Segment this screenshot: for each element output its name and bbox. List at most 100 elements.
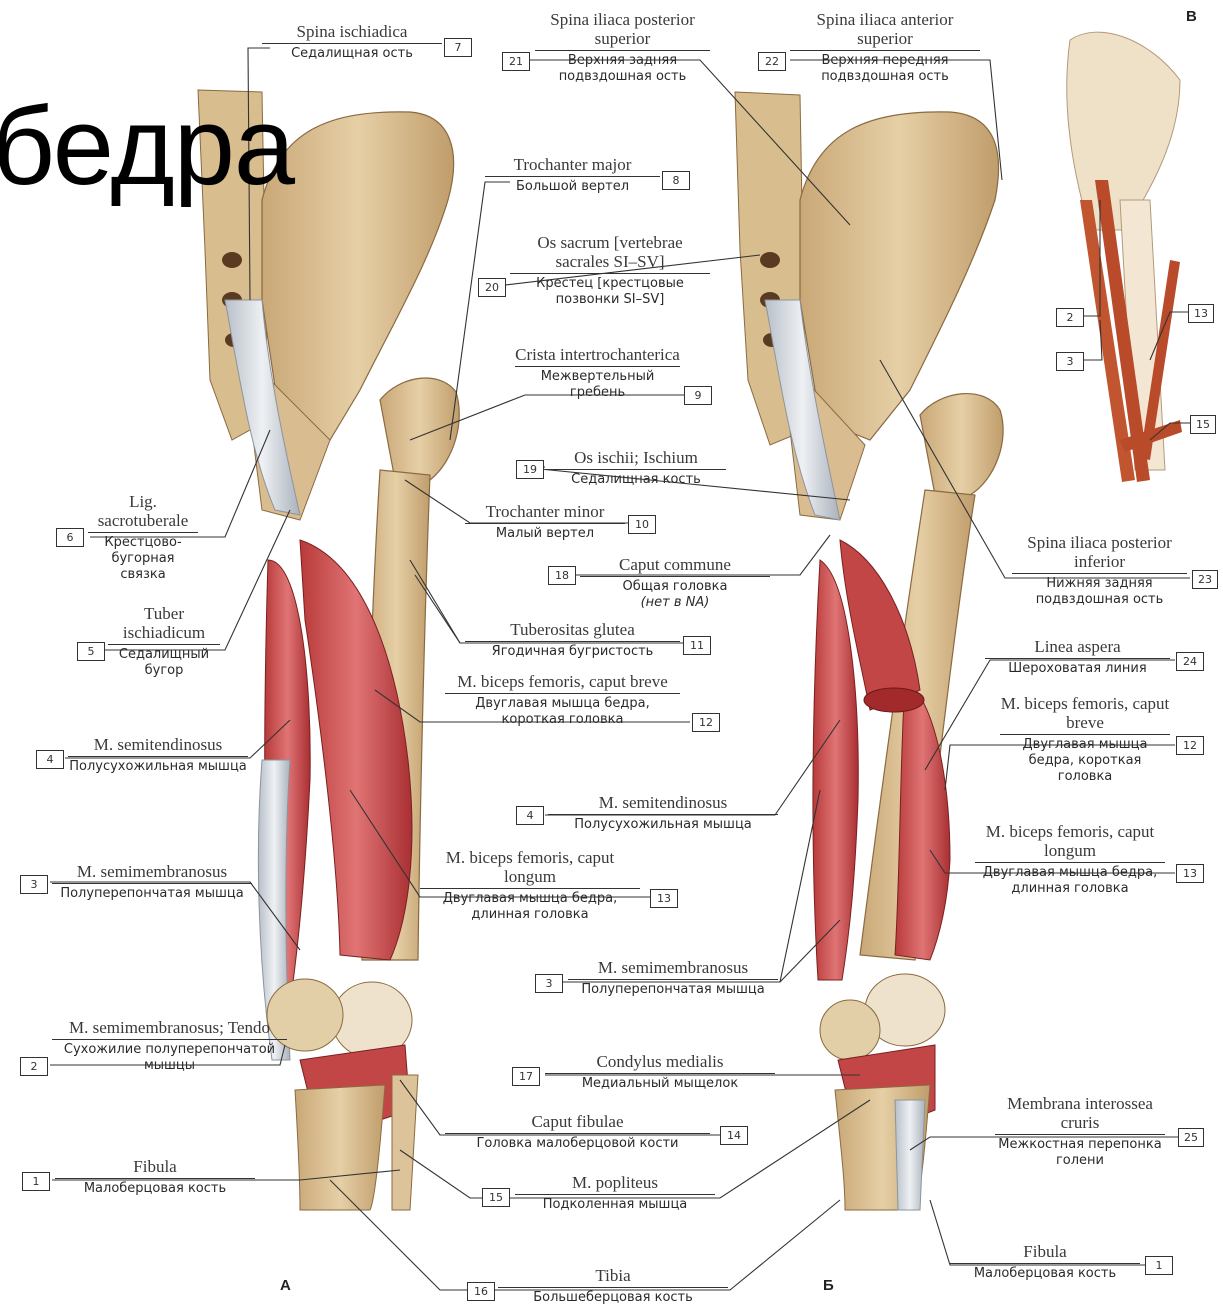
number-box: 22 (758, 52, 786, 71)
interosseous-membrane-b (895, 1100, 925, 1210)
number-box: 5 (77, 642, 105, 661)
sacral-foramen (760, 252, 780, 268)
latin-term: Spina iliaca posterior superior (535, 10, 710, 48)
russian-note: (нет в NA) (580, 595, 770, 611)
label-semitendinosus-a: M. semitendinosus Полусухожильная мышца (68, 735, 248, 775)
sacral-foramen (222, 252, 242, 268)
number-box: 7 (444, 38, 472, 57)
russian-term: Межвертельный гребень (515, 369, 680, 401)
russian-term: Сухожилие полуперепончатой мышцы (52, 1042, 287, 1074)
russian-term: Общая головка (580, 579, 770, 595)
russian-term: Головка малоберцовой кости (445, 1136, 710, 1152)
number-box: 10 (628, 515, 656, 534)
number-box: 3 (20, 875, 48, 894)
label-biceps-caput-longum-a: M. biceps femoris, caput longum Двуглава… (420, 848, 640, 923)
latin-term: Tuberositas glutea (465, 620, 680, 639)
russian-term: Межкостная перепонка голени (995, 1137, 1165, 1169)
russian-term: Седалищная кость (546, 472, 726, 488)
latin-term: Spina ischiadica (262, 22, 442, 41)
russian-term: Малоберцовая кость (950, 1266, 1140, 1282)
russian-term: Полусухожильная мышца (68, 759, 248, 775)
russian-term: Двуглавая мышца бедра, длинная головка (420, 891, 640, 923)
russian-term: Крестец [крестцовые позвонки SI–SV] (510, 276, 710, 308)
label-crista-intertrochanterica: Crista intertrochanterica Межвертельный … (515, 345, 680, 401)
inset-number-box: 3 (1056, 352, 1084, 371)
russian-term: Седалищная ость (262, 46, 442, 62)
latin-term: M. biceps femoris, caput longum (420, 848, 640, 886)
number-box: 17 (512, 1067, 540, 1086)
label-biceps-caput-breve-b: M. biceps femoris, caput breve Двуглавая… (1000, 694, 1170, 785)
russian-term: Подколенная мышца (515, 1197, 715, 1213)
latin-term: Linea aspera (985, 637, 1170, 656)
russian-term: Малоберцовая кость (55, 1181, 255, 1197)
latin-term: Os sacrum [vertebrae sacrales SI–SV] (510, 233, 710, 271)
latin-term: Condylus medialis (545, 1052, 775, 1071)
latin-term: M. semimembranosus (52, 862, 252, 881)
label-condylus-medialis: Condylus medialis Медиальный мыщелок (545, 1052, 775, 1092)
russian-term: Седалищный бугор (108, 647, 220, 679)
latin-term: Tuber ischiadicum (108, 604, 220, 642)
number-box: 19 (516, 460, 544, 479)
greater-trochanter-b (920, 394, 1003, 495)
latin-term: Tibia (498, 1266, 728, 1285)
russian-term: Шероховатая линия (985, 661, 1170, 677)
latin-term: Fibula (950, 1242, 1140, 1261)
greater-trochanter-a (380, 378, 459, 480)
russian-term: Полусухожильная мышца (548, 817, 778, 833)
label-trochanter-major: Trochanter major Большой вертел (485, 155, 660, 195)
number-box: 3 (535, 974, 563, 993)
label-membrana-interossea-cruris: Membrana interossea cruris Межкостная пе… (995, 1094, 1165, 1169)
cut-muscle-end-b (864, 688, 924, 712)
russian-term: Верхняя задняя подвздошная ость (535, 53, 710, 85)
number-box: 6 (56, 528, 84, 547)
label-fibula-a: Fibula Малоберцовая кость (55, 1157, 255, 1197)
slide-title: бедра (0, 92, 294, 202)
latin-term: Fibula (55, 1157, 255, 1176)
ilium-b (800, 112, 999, 440)
panel-letter-b: Б (823, 1277, 834, 1294)
inset-number-box: 2 (1056, 308, 1084, 327)
latin-term: Caput commune (580, 555, 770, 574)
russian-term: Большой вертел (485, 179, 660, 195)
latin-term: Os ischii; Ischium (546, 448, 726, 467)
latin-term: M. semimembranosus (568, 958, 778, 977)
inset-number-box: 13 (1188, 304, 1214, 323)
label-linea-aspera: Linea aspera Шероховатая линия (985, 637, 1170, 677)
number-box: 1 (22, 1172, 50, 1191)
number-box: 16 (467, 1282, 495, 1301)
number-box: 18 (548, 566, 576, 585)
latin-term: M. biceps femoris, caput longum (975, 822, 1165, 860)
panel-letter-c: В (1186, 8, 1197, 25)
inset-number-box: 15 (1190, 415, 1216, 434)
number-box: 12 (692, 713, 720, 732)
number-box: 8 (662, 171, 690, 190)
number-box: 4 (36, 750, 64, 769)
label-fibula-b: Fibula Малоберцовая кость (950, 1242, 1140, 1282)
label-spina-iliaca-anterior-superior: Spina iliaca anterior superior Верхняя п… (790, 10, 980, 85)
number-box: 11 (683, 636, 711, 655)
russian-term: Медиальный мыщелок (545, 1076, 775, 1092)
label-biceps-caput-longum-b: M. biceps femoris, caput longum Двуглава… (975, 822, 1165, 897)
tibia-a (295, 1085, 385, 1210)
number-box: 25 (1178, 1128, 1204, 1147)
number-box: 9 (684, 386, 712, 405)
russian-term: Полуперепончатая мышца (52, 886, 252, 902)
latin-term: M. biceps femoris, caput breve (445, 672, 680, 691)
label-biceps-caput-breve-a: M. biceps femoris, caput breve Двуглавая… (445, 672, 680, 728)
label-tuber-ischiadicum: Tuber ischiadicum Седалищный бугор (108, 604, 220, 679)
label-lig-sacrotuberale: Lig. sacrotuberale Крестцово-бугорная св… (88, 492, 198, 583)
russian-term: Большеберцовая кость (498, 1290, 728, 1306)
label-spina-iliaca-posterior-inferior: Spina iliaca posterior inferior Нижняя з… (1012, 533, 1187, 608)
latin-term: Spina iliaca anterior superior (790, 10, 980, 48)
number-box: 2 (20, 1057, 48, 1076)
semitendinosus-b (813, 560, 858, 980)
russian-term: Полуперепончатая мышца (568, 982, 778, 998)
russian-term: Двуглавая мышца бедра, короткая головка (445, 696, 680, 728)
russian-term: Нижняя задняя подвздошная ость (1012, 576, 1187, 608)
number-box: 24 (1176, 652, 1204, 671)
latin-term: Membrana interossea cruris (995, 1094, 1165, 1132)
number-box: 13 (650, 889, 678, 908)
russian-term: Ягодичная бугристость (465, 644, 680, 660)
label-trochanter-minor: Trochanter minor Малый вертел (465, 502, 625, 542)
